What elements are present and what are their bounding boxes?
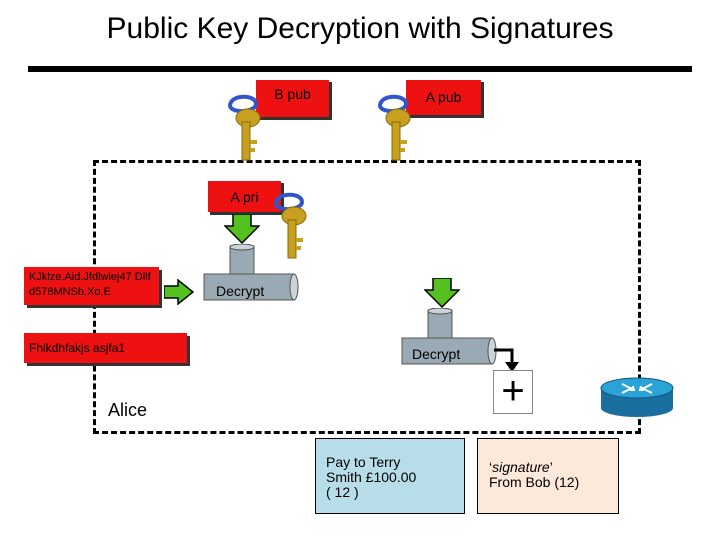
key-icon: [227, 94, 261, 161]
ciphertext-box-2: Fhlkdhfakjs asjfa1: [24, 333, 187, 363]
signature-note: ‘signature’ From Bob (12): [477, 438, 619, 514]
pipe-icon: [401, 308, 497, 365]
page-title: Public Key Decryption with Signatures: [106, 12, 614, 45]
a-pub-label: A pub: [405, 79, 481, 115]
signature-quote-open: ‘: [489, 459, 493, 475]
down-arrow-icon: [224, 214, 260, 244]
signature-line-1: ‘signature’: [489, 460, 608, 475]
down-arrow-icon: [424, 278, 460, 308]
signature-word: signature: [492, 459, 550, 475]
message-line-2: Smith £100.00: [326, 469, 417, 485]
decrypt-label-2: Decrypt: [412, 346, 461, 362]
decrypt-label-1: Decrypt: [216, 283, 265, 299]
signature-quote-close: ’: [549, 459, 553, 475]
message-note: Pay to Terry Smith £100.00 ( 12 ): [315, 438, 465, 514]
message-line-1: Pay to Terry: [326, 454, 401, 470]
message-line-3: ( 12 ): [326, 484, 359, 500]
router-icon: [600, 377, 674, 417]
a-pri-label: A pri: [207, 180, 281, 212]
key-icon: [377, 94, 411, 161]
right-arrow-icon: [164, 279, 194, 305]
b-pub-label: B pub: [255, 79, 329, 117]
connector-arrow: [494, 348, 519, 372]
plus-sign: +: [493, 370, 533, 414]
ciphertext-box-1: KJklze.Aid.Jfdlwiej47 Dllfd578MNSb.Xo.E: [24, 267, 159, 305]
pipe-icon: [203, 244, 299, 301]
signature-line-2: From Bob (12): [489, 474, 580, 490]
alice-label: Alice: [108, 400, 148, 420]
title-rule: [28, 66, 692, 72]
key-icon: [273, 192, 307, 259]
